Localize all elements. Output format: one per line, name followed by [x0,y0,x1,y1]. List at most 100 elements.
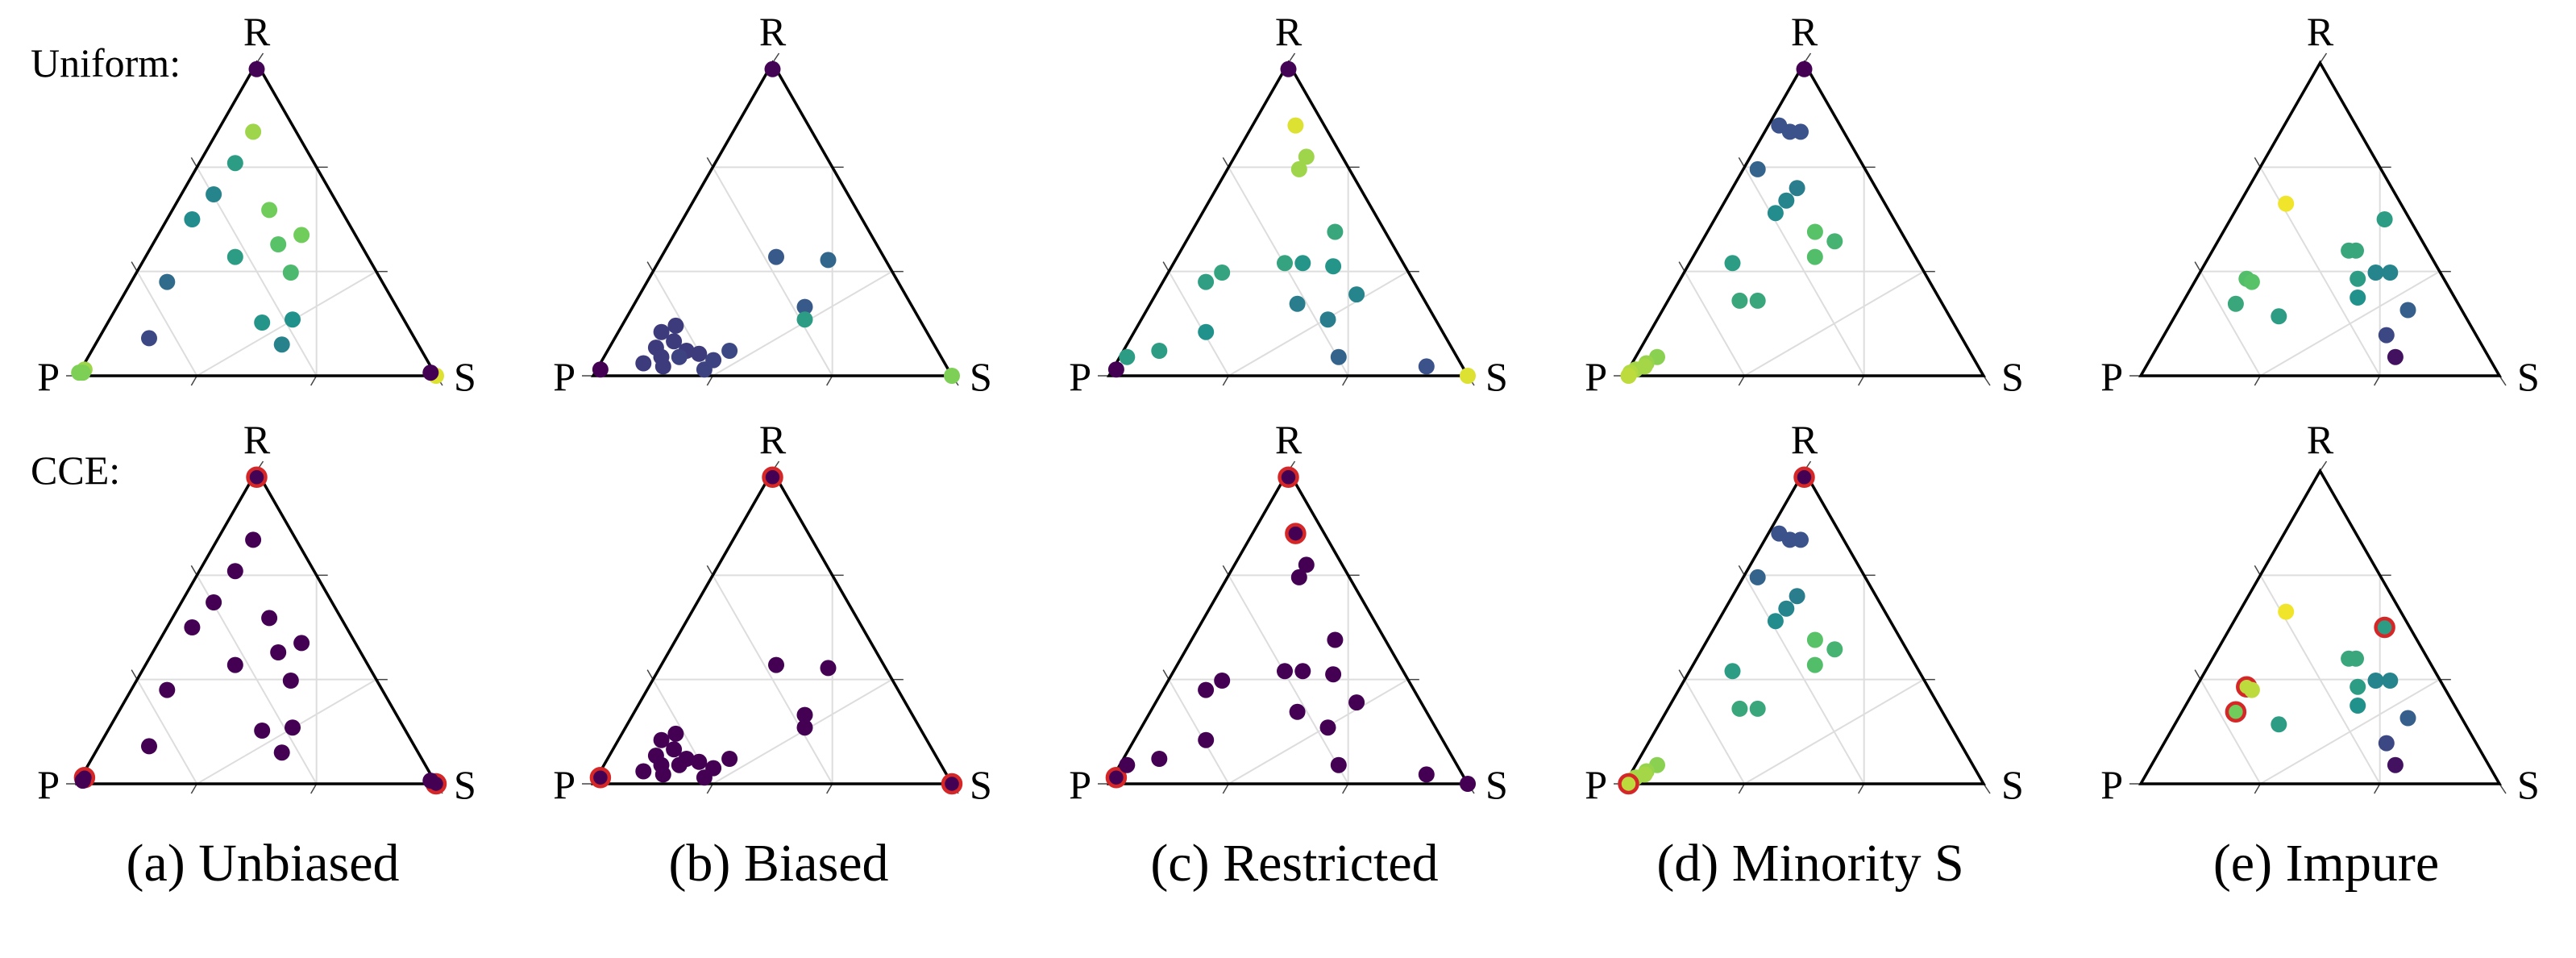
tick-mark [1162,669,1170,681]
data-point [1618,773,1639,795]
data-point [2348,242,2364,259]
grid-line [2200,271,2262,377]
data-point [261,202,278,219]
data-point [1767,613,1784,630]
triangle-outline [1106,468,1471,785]
data-point [2350,678,2366,695]
data-point [944,368,960,384]
data-point [1749,569,1766,585]
triangle-outline [2138,468,2503,785]
data-point [1327,631,1344,648]
data-point [2271,308,2287,325]
data-point [2350,270,2366,287]
tick-mark [706,375,713,386]
tick-mark [2194,261,2201,273]
data-point [796,311,813,328]
tick-mark [1858,375,1865,386]
data-point [2367,673,2384,689]
caption-restricted: (c) Restricted [1150,834,1438,893]
data-point [1793,123,1809,140]
data-point [671,756,688,773]
row-label-cce: CCE: [31,448,120,493]
data-point [1418,766,1435,783]
data-point [254,723,271,739]
data-point [293,227,310,244]
tick-mark [826,375,833,386]
data-point [1287,117,1304,134]
vertex-label-s: S [2001,354,2024,399]
vertex-label-r: R [759,417,787,462]
data-point [764,60,781,77]
data-point [762,466,783,489]
data-point [282,264,299,281]
tick-mark [1738,156,1745,168]
data-point [1298,556,1315,573]
data-point [1806,223,1823,240]
tick-mark [2499,783,2507,794]
data-point [226,656,243,673]
vertex-label-r: R [1275,9,1303,54]
data-point [1319,719,1336,736]
tick-mark [2319,52,2328,64]
data-point [1724,663,1741,680]
data-point [1214,673,1231,689]
data-point [1119,348,1136,365]
grid-line [1228,574,1349,785]
data-point [1198,731,1215,748]
data-point [273,336,290,353]
data-point [2278,603,2295,620]
data-point [1460,368,1476,384]
vertex-label-p: P [553,354,575,399]
triangle-outline [590,60,955,377]
grid-line [2200,679,2262,785]
data-point [1806,631,1823,648]
data-point [1319,311,1336,328]
tick-mark [646,261,654,273]
tick-mark [310,375,318,386]
data-point [1348,286,1365,303]
data-point [1325,258,1342,275]
tick-mark [2499,375,2507,386]
data-point [667,317,684,334]
data-point [1418,358,1435,375]
tick-mark [1222,564,1229,576]
data-point [1198,681,1215,698]
data-point [1294,663,1311,680]
tick-mark [190,156,197,168]
grid-line [1168,679,1230,785]
vertex-label-r: R [759,9,787,54]
data-point [635,763,652,780]
grid-line [712,166,833,377]
data-point [245,123,262,140]
data-point [1793,531,1809,548]
data-point [1724,255,1741,272]
data-point [1749,700,1766,717]
data-point [2348,650,2364,667]
data-point [1806,248,1823,265]
data-point [2227,295,2244,312]
data-point [1796,60,1813,77]
data-point [282,673,299,689]
data-point [2378,735,2395,752]
data-point [705,352,722,369]
vertex-label-s: S [970,354,992,399]
data-point [2382,264,2399,281]
data-point [2382,673,2399,689]
data-point [159,681,176,698]
tick-mark [706,564,713,576]
data-point [226,248,243,265]
data-point [2243,273,2260,290]
data-point [653,731,670,748]
data-point [2376,211,2393,227]
tick-mark [131,261,138,273]
data-point [667,725,684,742]
data-point [1289,295,1306,312]
data-point [2378,327,2395,344]
data-point [635,355,652,372]
data-point [1290,569,1307,585]
data-point [1330,348,1347,365]
